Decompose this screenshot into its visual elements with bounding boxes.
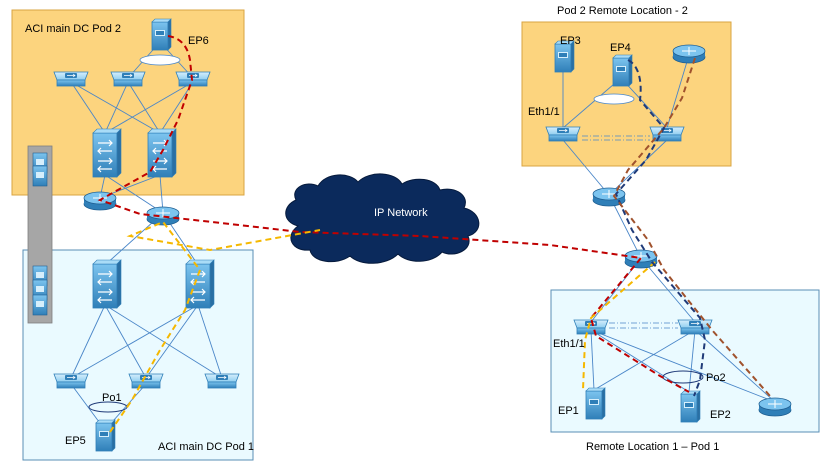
leaf-switch-icon <box>677 319 713 335</box>
ip-network-label: IP Network <box>374 207 428 219</box>
leaf-switch-icon <box>204 373 240 389</box>
ep6-label: EP6 <box>188 35 209 47</box>
navy-traffic-path <box>614 59 707 397</box>
pod2-title: ACI main DC Pod 2 <box>25 23 121 35</box>
pod1-title: ACI main DC Pod 1 <box>158 441 254 453</box>
spine-switch-icon <box>185 259 215 309</box>
server-icon <box>680 390 701 423</box>
leaf-switch-icon <box>110 71 146 87</box>
spine-switch-icon <box>92 128 122 178</box>
ep5-label: EP5 <box>65 435 86 447</box>
red-traffic-path <box>97 35 690 393</box>
port-channel-oval <box>593 93 635 105</box>
router-icon <box>146 206 180 226</box>
po2-label: Po2 <box>706 372 726 384</box>
ep1-label: EP1 <box>558 405 579 417</box>
zone-pod1 <box>22 249 254 461</box>
ep4-label: EP4 <box>610 42 631 54</box>
leaf-switch-icon <box>175 71 211 87</box>
leaf-switch-icon <box>128 373 164 389</box>
server-icon <box>151 18 172 51</box>
leaf-switch-icon <box>545 126 581 142</box>
leaf-switch-icon <box>573 319 609 335</box>
apic-controller-icon <box>32 294 48 316</box>
port-channel-oval <box>139 54 181 66</box>
brown-traffic-path <box>612 57 771 397</box>
leaf-switch-icon <box>53 71 89 87</box>
ip-network-cloud <box>285 173 480 264</box>
spine-switch-icon <box>92 259 122 309</box>
ep2-label: EP2 <box>710 409 731 421</box>
eth-label-remote1: Eth1/1 <box>553 338 585 350</box>
router-icon <box>672 44 706 64</box>
yellow-traffic-path <box>582 261 656 391</box>
po1-label: Po1 <box>102 392 122 404</box>
leaf-switch-icon <box>53 373 89 389</box>
ep3-label: EP3 <box>560 35 581 47</box>
router-icon <box>758 397 792 417</box>
server-icon <box>95 419 116 452</box>
eth-label-remote2: Eth1/1 <box>528 106 560 118</box>
remote1-title: Remote Location 1 – Pod 1 <box>586 441 719 453</box>
server-icon <box>585 387 606 420</box>
apic-controller-icon <box>32 165 48 187</box>
remote2-title: Pod 2 Remote Location - 2 <box>557 5 688 17</box>
